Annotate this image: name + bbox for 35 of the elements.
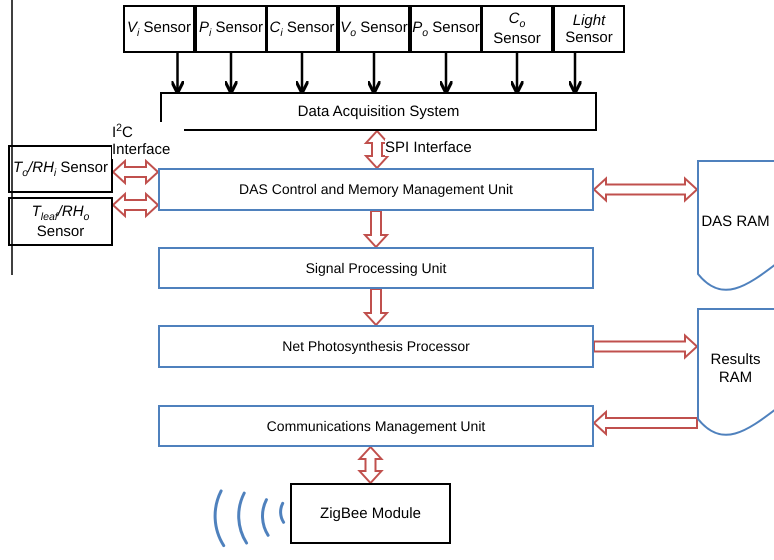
process-box: Signal Processing Unit [158, 247, 594, 289]
process-box: Net Photosynthesis Processor [158, 325, 594, 368]
sensor-box: P$_{i}$ Sensor [195, 5, 267, 53]
block-arrow [112, 192, 160, 218]
process-box: DAS Control and Memory Management Unit [158, 168, 594, 211]
arrow [170, 53, 186, 95]
arrow [509, 53, 525, 95]
memory-label: DAS RAM [701, 213, 770, 231]
sensor-box: P$_{o}$ Sensor [410, 5, 482, 53]
arrow [438, 53, 454, 95]
memory-label: Results RAM [709, 351, 762, 386]
process-box: Data Acquisition System [160, 92, 597, 131]
arrow [294, 53, 310, 95]
sensor-box: Light Sensor [553, 5, 625, 53]
block-arrow [357, 446, 384, 484]
sensor-box: V$_{o}$ Sensor [338, 5, 410, 53]
arrow [366, 53, 382, 95]
block-arrow [362, 288, 390, 326]
process-box: Communications Management Unit [158, 405, 594, 447]
sensor-box: T$_{leaf}$/RH$_{o}$ Sensor [8, 197, 113, 246]
edge-label: SPI Interface [385, 139, 472, 156]
sensor-box: V$_{i}$ Sensor [123, 5, 195, 53]
arrow [223, 53, 239, 95]
block-arrow [592, 410, 698, 436]
process-box: ZigBee Module [290, 483, 451, 544]
sensor-box: T$_{o}$/RH$_{i}$ Sensor [8, 145, 113, 193]
block-arrow [112, 158, 160, 186]
arrow [567, 53, 583, 95]
block-arrow [362, 210, 390, 248]
block-arrow [593, 333, 698, 360]
sensor-box: C$_{i}$ Sensor [266, 5, 338, 53]
edge-label: I$^{2}$C Interface [112, 122, 184, 158]
sensor-box: C$_{o}$ Sensor [481, 5, 553, 53]
block-arrow [592, 176, 698, 203]
block-arrow [364, 130, 390, 170]
